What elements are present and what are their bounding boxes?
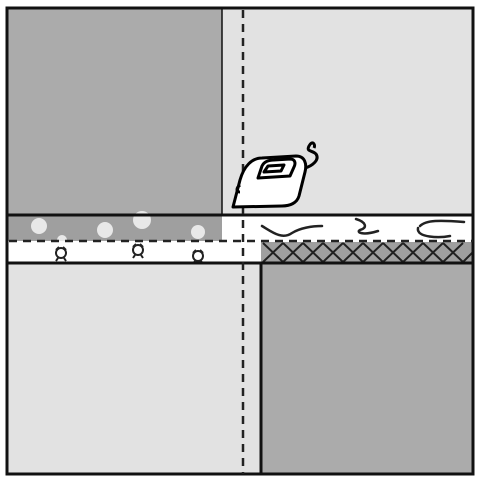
quadrant-top-left — [7, 8, 222, 214]
polka-dot — [191, 225, 205, 239]
iron-handle-hole — [264, 165, 284, 172]
polka-dot — [31, 218, 47, 234]
polka-dot — [97, 222, 113, 238]
right-strip — [243, 215, 473, 263]
left-strip — [7, 211, 243, 264]
print-fabric-band — [7, 241, 243, 263]
quadrant-bottom-right — [261, 264, 473, 474]
quadrant-bottom-left — [7, 264, 261, 474]
